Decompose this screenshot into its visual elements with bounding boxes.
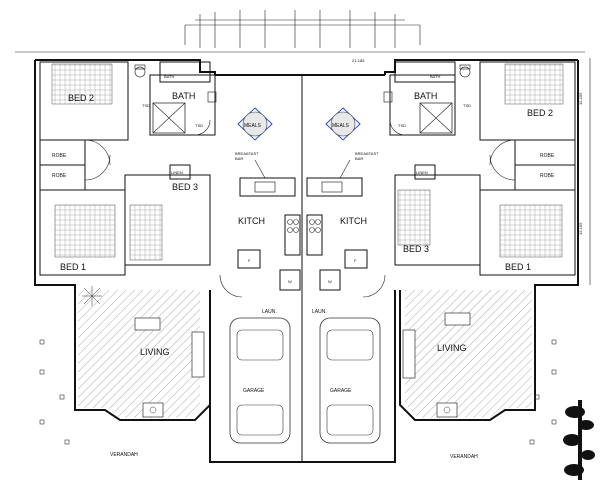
meals-right-label: MEALS — [332, 123, 350, 129]
linen-right: LINEN — [416, 170, 428, 175]
garage-right-label: GARAGE — [330, 388, 352, 394]
tsd-left-1: TSD — [142, 103, 150, 108]
meals-right-table: MEALS — [325, 107, 361, 141]
sofa-right-1 — [444, 312, 471, 326]
bed3-right-label: BED 3 — [403, 244, 429, 254]
pergola — [184, 10, 421, 48]
living-left-label: LIVING — [140, 347, 170, 357]
bed1-left-label: BED 1 — [60, 262, 86, 272]
bed2-left-bed — [51, 63, 113, 105]
f-right-1: F — [354, 258, 357, 263]
robe-right-top: ROBE — [540, 153, 555, 159]
bed2-right-label: BED 2 — [527, 108, 553, 118]
dimension-right-upper: 12-155 — [578, 92, 583, 105]
right-unit: BED 2 ROBE ROBE BED 1 BATH BATH TSD TSD … — [306, 61, 576, 460]
tsd-left-2: TSD — [195, 123, 203, 128]
bed1-right-bed — [499, 204, 563, 258]
dimension-top: 21-185 — [352, 58, 365, 63]
linen-left: LINEN — [171, 170, 183, 175]
laun-left-label: LAUN. — [262, 309, 277, 315]
sofa-left-1 — [134, 317, 161, 331]
shower-right — [419, 102, 453, 134]
left-unit: BED 2 ROBE ROBE BED 1 BATH BATH TSD TSD — [39, 61, 301, 458]
w-left: W — [288, 279, 292, 284]
toilet-left — [134, 66, 146, 78]
bath-right-label: BATH — [414, 91, 437, 101]
meals-left-label: MEALS — [244, 123, 262, 129]
tsd-right-1: TSD — [463, 103, 471, 108]
bed1-left-bed — [54, 204, 116, 258]
bed1-right-label: BED 1 — [505, 262, 531, 272]
w-right: W — [328, 279, 332, 284]
verandah-right-label: VERANDAH — [450, 454, 478, 460]
sofa-right-2 — [402, 329, 416, 379]
kitch-right-label: KITCH — [340, 216, 367, 226]
bath-left-label: BATH — [172, 91, 195, 101]
car-right — [319, 317, 381, 444]
bed2-left-label: BED 2 — [68, 93, 94, 103]
shower-left — [152, 102, 186, 134]
tsd-right-2: TSD — [398, 123, 406, 128]
bed3-left-label: BED 3 — [172, 182, 198, 192]
bed3-left-bed — [129, 204, 163, 261]
bath-small-right-label: BATH — [430, 74, 440, 79]
dimension-right-lower: 12-155 — [578, 222, 583, 235]
bed2-right-bed — [504, 63, 564, 105]
plant-symbol — [82, 286, 102, 306]
robe-left-top: ROBE — [52, 153, 67, 159]
f-left-1: F — [248, 258, 251, 263]
verandah-left-label: VERANDAH — [110, 452, 138, 458]
car-left — [229, 317, 291, 444]
bath-small-left-label: BATH — [164, 74, 174, 79]
verandah-posts — [39, 339, 557, 445]
sofa-left-2 — [191, 331, 205, 378]
robe-right-bottom: ROBE — [540, 173, 555, 179]
tv-left — [142, 402, 164, 418]
meals-left-table: MEALS — [237, 107, 273, 141]
laun-right-label: LAUN. — [312, 309, 327, 315]
living-right-label: LIVING — [437, 343, 467, 353]
garage-left-label: GARAGE — [243, 388, 265, 394]
tv-right — [436, 402, 458, 418]
tree-illustration — [563, 400, 595, 480]
toilet-right — [459, 66, 471, 78]
robe-left-bottom: ROBE — [52, 173, 67, 179]
bed3-right-bed — [397, 189, 431, 246]
kitch-left-label: KITCH — [238, 216, 265, 226]
outer-walls — [34, 59, 579, 463]
